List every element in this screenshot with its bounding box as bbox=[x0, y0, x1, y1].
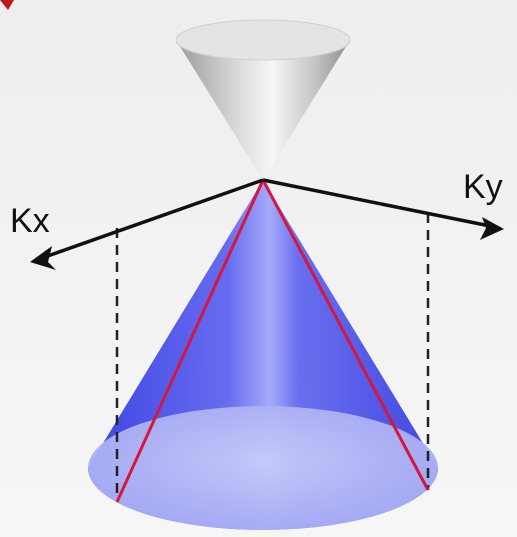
axes bbox=[30, 178, 504, 270]
upper-cone bbox=[175, 19, 351, 180]
kx-label: Kx bbox=[10, 202, 50, 240]
ky-axis bbox=[262, 178, 491, 228]
upper-cone-rim bbox=[175, 19, 351, 61]
lower-cone bbox=[88, 180, 438, 530]
red-line-right bbox=[261, 179, 430, 491]
upper-cone-body bbox=[176, 40, 350, 180]
red-line-left bbox=[115, 179, 265, 503]
corner-mark bbox=[0, 0, 14, 10]
kx-arrowhead bbox=[30, 246, 56, 270]
ky-arrowhead bbox=[480, 217, 504, 240]
kx-axis bbox=[41, 178, 264, 260]
ky-label: Ky bbox=[463, 168, 503, 206]
lower-cone-base bbox=[88, 406, 438, 530]
